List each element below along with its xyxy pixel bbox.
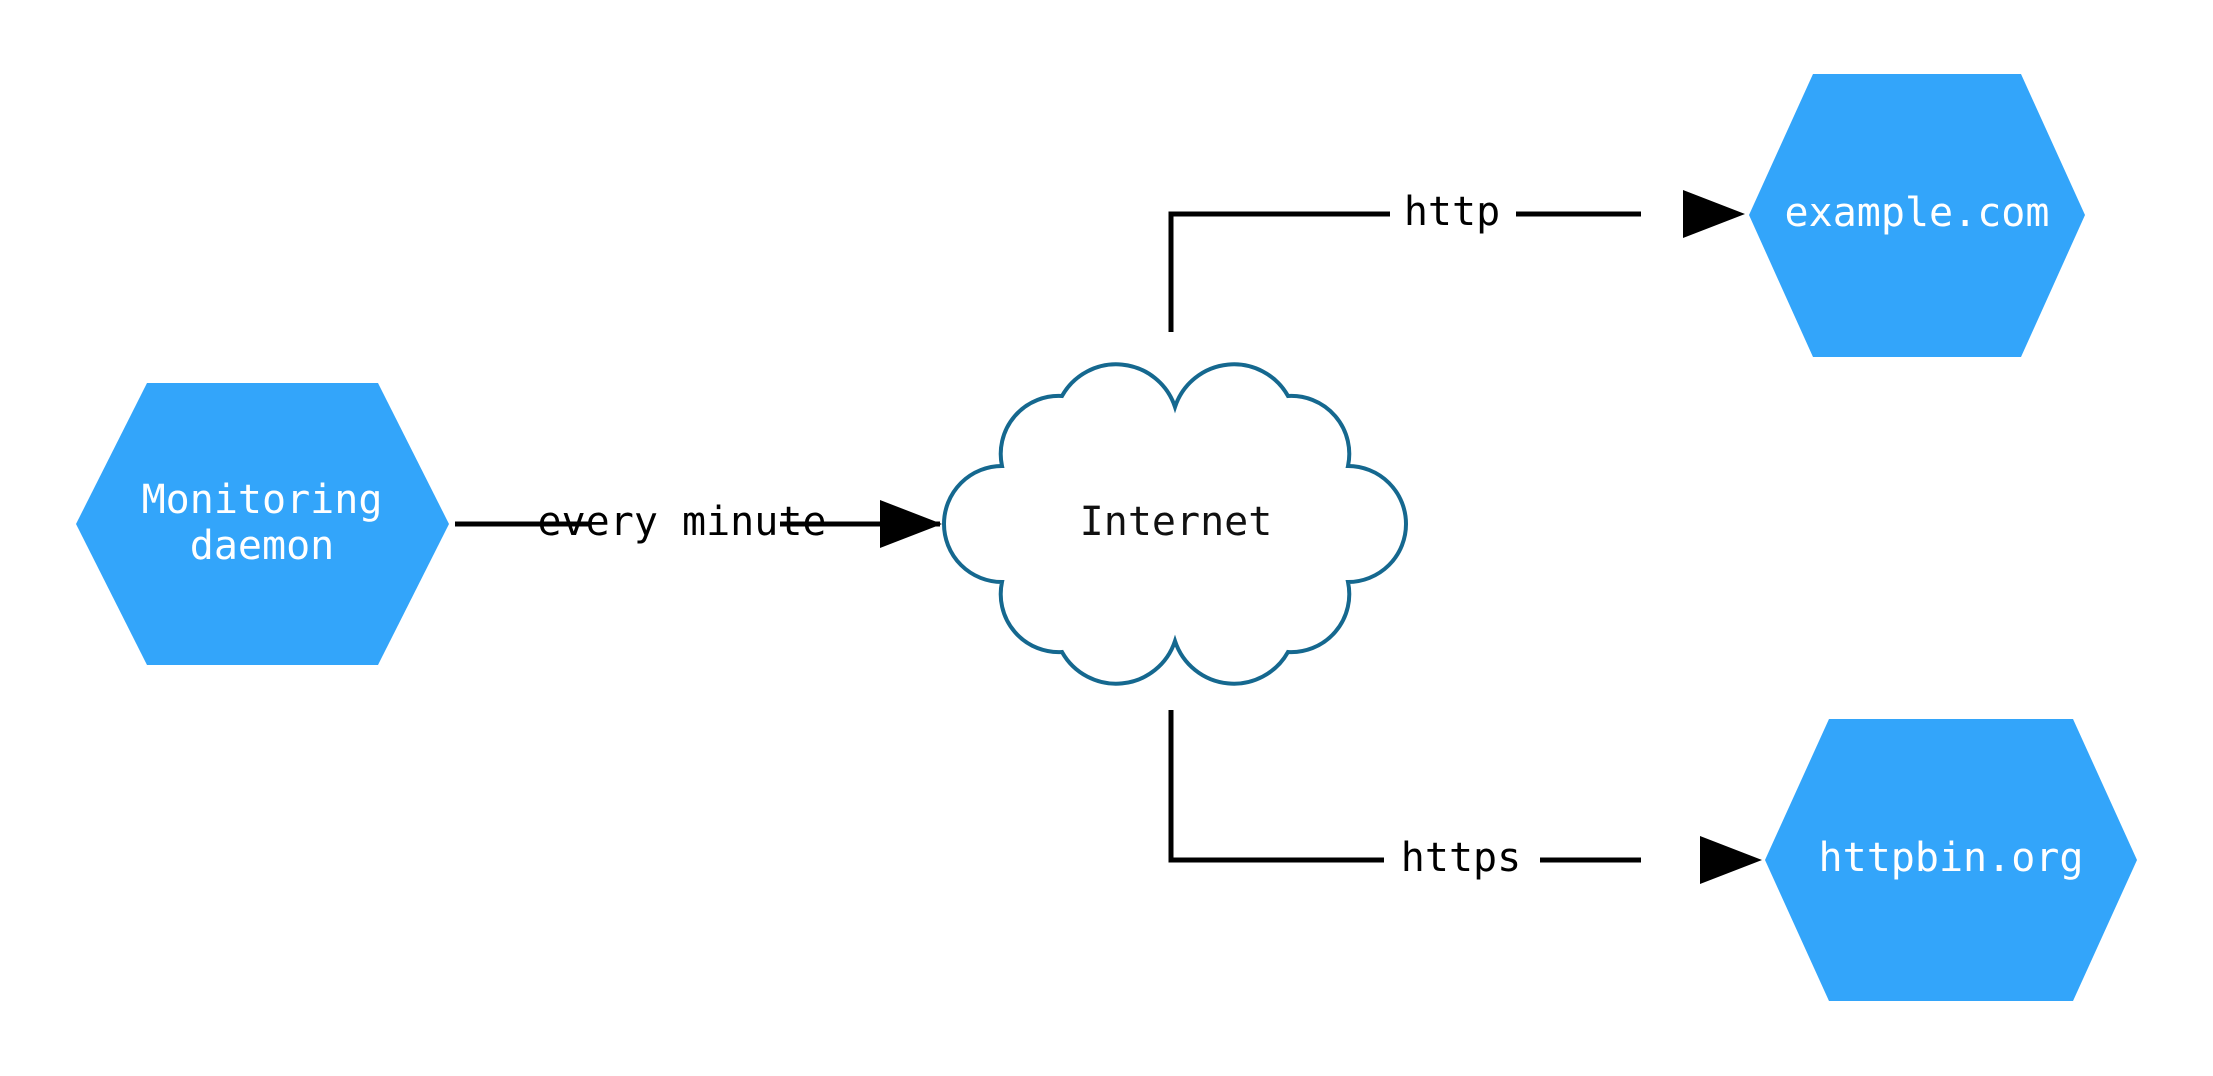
node-label-example-com: example.com — [1785, 190, 2050, 236]
node-label-internet: Internet — [1080, 499, 1273, 545]
edge-daemon-to-internet[interactable]: every minute — [455, 499, 942, 548]
edge-label-backdrop — [590, 500, 780, 548]
hexagon-shape — [1765, 719, 2137, 1001]
edge-internet-to-httpbin[interactable]: https — [1168, 710, 1762, 884]
arrowhead-icon — [1683, 190, 1745, 238]
edge-label-backdrop — [1384, 836, 1540, 884]
edge-label-backdrop — [1390, 190, 1516, 238]
node-internet[interactable]: Internet — [942, 362, 1408, 686]
arrowhead-icon — [1700, 836, 1762, 884]
edge-label-https: https — [1401, 835, 1521, 881]
arrowhead-icon — [880, 500, 942, 548]
edge-internet-to-example[interactable]: http — [1168, 189, 1745, 332]
node-example-com[interactable]: example.com — [1749, 74, 2085, 357]
node-label-line2: daemon — [190, 523, 335, 569]
node-httpbin-org[interactable]: httpbin.org — [1765, 719, 2137, 1001]
node-monitoring-daemon[interactable]: Monitoring daemon — [76, 383, 449, 665]
node-label-line1: Monitoring — [142, 477, 383, 523]
edge-label-every-minute: every minute — [538, 499, 827, 545]
cloud-shape — [942, 362, 1408, 686]
hexagon-shape — [76, 383, 449, 665]
hexagon-shape — [1749, 74, 2085, 357]
edge-label-http: http — [1404, 189, 1500, 235]
node-label-httpbin-org: httpbin.org — [1819, 835, 2084, 881]
